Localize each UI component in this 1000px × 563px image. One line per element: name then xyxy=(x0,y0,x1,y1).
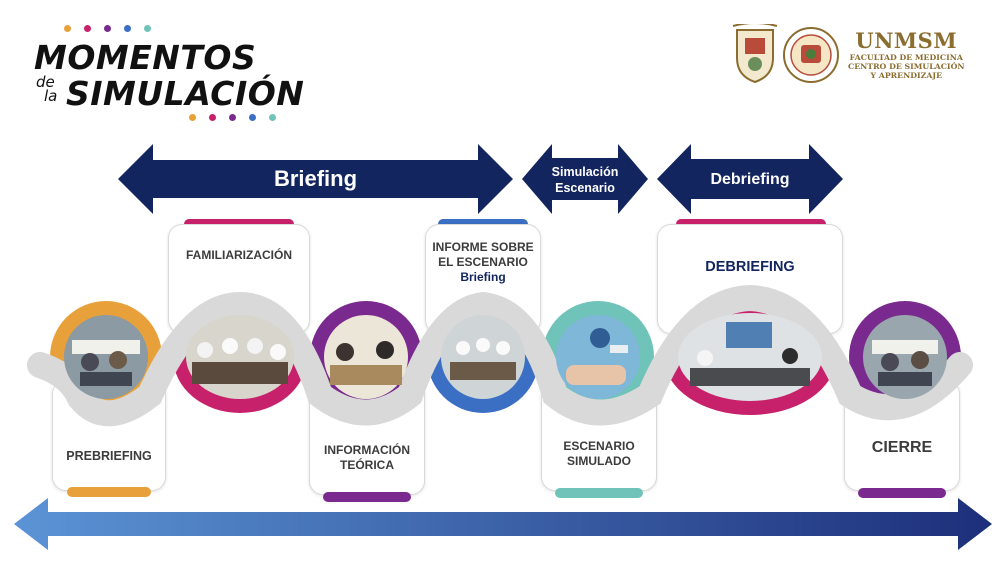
dot xyxy=(104,25,111,32)
photo-icon xyxy=(678,313,822,401)
label-informe-sublabel: Briefing xyxy=(460,270,506,284)
dot xyxy=(124,25,131,32)
decorative-dots-bottom xyxy=(189,114,276,121)
logo-crest-icon xyxy=(732,24,778,84)
label-escenario-line1: ESCENARIO xyxy=(563,439,635,453)
photo-icon xyxy=(441,315,525,399)
logo-medicine-seal-icon xyxy=(783,27,839,83)
dot xyxy=(249,114,256,121)
institution-text: UNMSM FACULTAD DE MEDICINA CENTRO DE SIM… xyxy=(848,28,965,80)
title-de: de xyxy=(36,73,55,91)
timeline-arrow xyxy=(14,498,992,550)
card-tab-escenario xyxy=(555,488,643,498)
card-tab-prebriefing xyxy=(67,487,151,497)
card-tab-cierre xyxy=(858,488,946,498)
institution-line2: CENTRO DE SIMULACIÓN xyxy=(848,62,965,71)
briefing-arrow xyxy=(118,144,513,214)
institution-line1: FACULTAD DE MEDICINA xyxy=(849,53,963,62)
label-informe-line1: INFORME SOBRE xyxy=(432,240,534,254)
dot xyxy=(209,114,216,121)
photo-icon xyxy=(324,315,408,399)
label-familiarizacion: FAMILIARIZACIÓN xyxy=(186,248,292,262)
simulation-label-line2: Escenario xyxy=(555,181,615,195)
institution-name: UNMSM xyxy=(855,28,958,53)
dot xyxy=(144,25,151,32)
label-informe: INFORME SOBRE EL ESCENARIO Briefing xyxy=(425,240,541,285)
label-prebriefing: PREBRIEFING xyxy=(66,449,152,463)
simulation-label: Simulación Escenario xyxy=(522,158,648,202)
photo-icon xyxy=(186,315,294,399)
institution-line3: Y APRENDIZAJE xyxy=(870,71,943,80)
simulation-arrow xyxy=(522,144,648,214)
title-la: la xyxy=(44,87,58,105)
dot xyxy=(64,25,71,32)
title-line1: MOMENTOS xyxy=(34,38,257,77)
institution-logos xyxy=(732,24,839,84)
briefing-label: Briefing xyxy=(273,166,358,191)
label-informacion-line1: INFORMACIÓN xyxy=(324,443,410,457)
dot xyxy=(189,114,196,121)
debriefing-label: Debriefing xyxy=(710,171,790,188)
label-informacion: INFORMACIÓN TEÓRICA xyxy=(309,443,425,473)
debriefing-arrow xyxy=(657,144,843,214)
card-tab-informacion xyxy=(323,492,411,502)
dot xyxy=(229,114,236,121)
photo-icon xyxy=(863,315,947,399)
dot xyxy=(269,114,276,121)
label-informacion-line2: TEÓRICA xyxy=(340,458,394,472)
photo-icon xyxy=(64,315,148,399)
wave-ribbon xyxy=(27,284,973,427)
simulation-label-line1: Simulación xyxy=(551,165,619,179)
label-informe-line2: EL ESCENARIO xyxy=(438,255,528,269)
title-line2: SIMULACIÓN xyxy=(66,74,305,113)
label-cierre: CIERRE xyxy=(871,439,933,456)
label-escenario-line2: SIMULADO xyxy=(567,454,631,468)
decorative-dots-top xyxy=(64,25,151,32)
photo-icon xyxy=(556,315,640,399)
label-escenario: ESCENARIO SIMULADO xyxy=(541,439,657,469)
dot xyxy=(84,25,91,32)
label-debriefing: DEBRIEFING xyxy=(705,259,795,275)
